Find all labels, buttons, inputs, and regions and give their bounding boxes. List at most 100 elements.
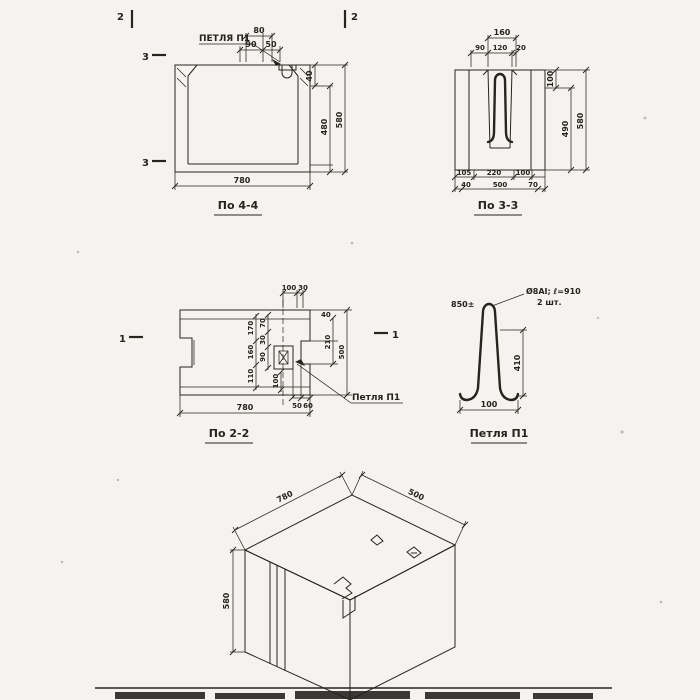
dim-label-70-22: 70 (259, 318, 267, 328)
dim-label-60: 60 (303, 402, 313, 410)
scan-noise (60, 116, 663, 604)
dim-lines-top-33 (471, 37, 516, 54)
iso-ext-780 (232, 471, 353, 551)
view-title-44: По 4-4 (218, 199, 259, 212)
dim-chain-a-ticks-22 (252, 312, 260, 392)
cut-mark-1-right: 1 (392, 330, 399, 341)
loop-section-44 (281, 65, 293, 79)
loop-callout-label-22: Петля П1 (352, 393, 400, 403)
iso-ticks-580 (229, 546, 237, 656)
ext-lines-top-44 (239, 33, 281, 62)
dim-label-40-right-22: 40 (321, 311, 331, 319)
cropped-text-smudge (425, 692, 520, 699)
dim-label-410: 410 (513, 354, 522, 371)
iso-grooves (269, 562, 286, 671)
dim-label-30-top-22: 30 (298, 284, 308, 292)
dim-label-160: 160 (494, 28, 511, 37)
loop-callout-arrowhead (272, 59, 281, 66)
cropped-text-smudge (295, 691, 410, 699)
dim-label-100-top-22: 100 (282, 284, 297, 292)
dim-ticks-top-22 (279, 289, 307, 297)
view-section-3-3: 160 90 120 20 100 490 580 105 220 100 40… (451, 28, 590, 216)
ext-lines-bottom-loop (459, 400, 519, 414)
dim-label-580-33: 580 (576, 112, 585, 129)
dim-lines-right-22 (332, 310, 348, 395)
dim-label-100-bottom-33: 100 (516, 169, 531, 177)
dim-ticks-right-22 (329, 306, 351, 399)
dim-label-50: 50 (292, 402, 302, 410)
view-section-2-2: 100 30 170 160 110 70 30 90 100 40 210 5… (119, 284, 403, 444)
loop-spec-line2: 2 шт. (537, 298, 562, 307)
ext-lines-top-33 (470, 35, 517, 67)
dim-label-500-33: 500 (493, 181, 508, 189)
iso-right-face (349, 544, 456, 700)
dim-label-90-22: 90 (259, 352, 267, 362)
dim-chain-b-ticks-22 (264, 311, 272, 372)
dim-ticks-bottom-33 (451, 173, 549, 193)
loop-callout-label: ПЕТЛЯ П1 (199, 34, 250, 44)
ext-lines-right-44 (310, 64, 348, 173)
dim-label-120: 120 (493, 44, 508, 52)
dim-label-500-iso: 500 (407, 487, 426, 503)
dim-ticks-right-33 (552, 66, 590, 174)
iso-dim-780 (234, 474, 343, 531)
cut-mark-2-left: 2 (117, 12, 124, 23)
iso-ext-500 (351, 470, 467, 546)
iso-keyway-notch (333, 576, 356, 619)
iso-loop-recess-b (370, 534, 384, 546)
dim-label-20: 20 (516, 44, 526, 52)
dim-label-70: 70 (528, 181, 538, 189)
dim-label-850: 850± (451, 300, 474, 309)
loop-insert-22 (278, 350, 289, 365)
block-outline-44 (174, 64, 311, 173)
dim-label-105: 105 (457, 169, 472, 177)
title-block-edge (95, 687, 612, 699)
view-section-4-4: 80 90 50 40 480 580 780 ПЕТЛЯ П1 2 2 3 3… (117, 10, 358, 216)
iso-left-face (244, 549, 351, 700)
loop-in-channel-33 (486, 72, 514, 144)
iso-ticks-500 (358, 471, 469, 529)
loop-callout-leader (199, 43, 281, 63)
iso-ticks-780 (231, 471, 346, 534)
dim-lines-right-44 (314, 65, 346, 172)
loop-callout-leader-22 (296, 363, 403, 404)
cut-mark-3-upper: 3 (142, 52, 149, 63)
dim-label-480: 480 (320, 118, 329, 135)
ext-lines-right-22 (310, 309, 352, 396)
plan-inner-lines-22 (180, 318, 310, 388)
loop-spec-line1: Ø8АI; ℓ=910 (526, 286, 581, 296)
dim-ticks-top-44 (236, 32, 284, 54)
view-loop-detail: Ø8АI; ℓ=910 2 шт. 850± 410 100 Петля П1 (451, 286, 581, 444)
plan-outline-22 (179, 309, 311, 396)
loop-spec-leader (491, 293, 525, 307)
dim-ticks-top-33 (467, 34, 520, 57)
dim-label-90-33: 90 (475, 44, 485, 52)
iso-loop-recess-a (406, 546, 422, 559)
ext-lines-bottom-22 (179, 364, 311, 417)
cropped-text-smudge (115, 692, 205, 699)
dim-label-780-iso: 780 (275, 489, 294, 505)
dim-label-40: 40 (305, 70, 314, 82)
ext-lines-bottom-44 (174, 172, 311, 190)
dim-label-220: 220 (487, 169, 502, 177)
dim-label-110: 110 (247, 369, 255, 384)
cropped-text-smudge (215, 693, 285, 699)
block-walls-33 (468, 70, 532, 170)
dim-lines-bottom-33 (455, 176, 545, 190)
cut-mark-2-right: 2 (351, 12, 358, 23)
dim-label-90: 90 (245, 40, 257, 49)
cropped-text-smudge (533, 693, 593, 699)
dim-ticks-right-loop (519, 326, 527, 400)
dim-label-160-22: 160 (247, 345, 255, 360)
dim-ticks-right-44 (311, 61, 349, 176)
loop-callout-arrowhead-22 (295, 359, 305, 366)
view-isometric: 780 500 580 (222, 470, 469, 700)
ext-lines-right-33 (545, 69, 590, 171)
view-title-22: По 2-2 (209, 427, 249, 440)
dim-label-780-22: 780 (237, 403, 254, 412)
dim-label-100-inner-22: 100 (272, 374, 280, 389)
dim-lines-top-44 (240, 35, 280, 51)
dim-ticks-bottom-loop (456, 406, 522, 414)
